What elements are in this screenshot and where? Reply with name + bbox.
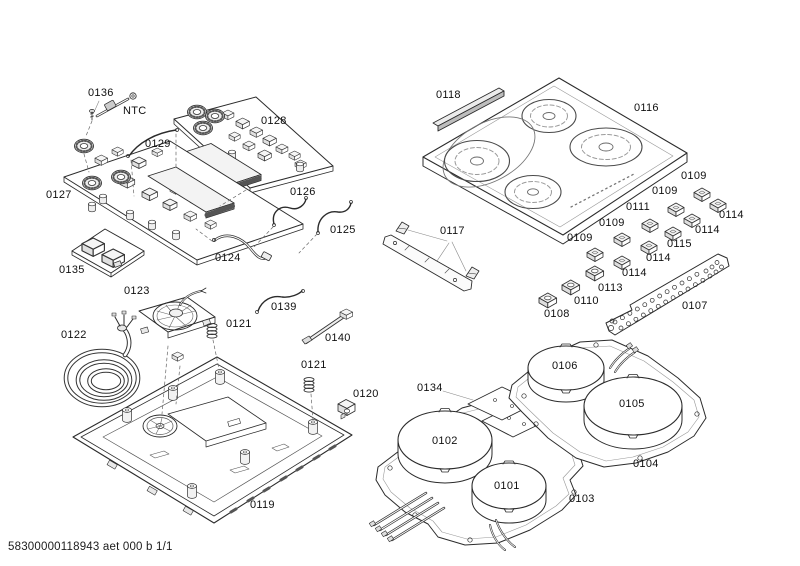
part-label-0114-1: 0114 — [719, 209, 744, 221]
part-label-0117: 0117 — [440, 225, 465, 237]
wire-0124 — [195, 228, 272, 262]
part-label-0114-2: 0114 — [695, 224, 720, 236]
cooling-fan-0123 — [138, 287, 216, 415]
part-label-0109-4: 0109 — [567, 232, 593, 244]
part-label-0139: 0139 — [271, 301, 297, 313]
coil-wires-left — [368, 491, 516, 551]
part-label-0105: 0105 — [619, 398, 645, 410]
spacer-block-0120 — [337, 399, 356, 420]
part-label-0121-1: 0121 — [226, 318, 252, 330]
mounting-clip — [171, 351, 184, 405]
part-label-0109-3: 0109 — [599, 217, 625, 229]
part-label-0126: 0126 — [290, 186, 316, 198]
power-board-0128 — [173, 96, 334, 194]
filter-board-0135 — [71, 228, 145, 278]
part-label-0119: 0119 — [250, 499, 275, 511]
part-label-0109-2: 0109 — [652, 185, 678, 197]
wire-0125 — [298, 200, 353, 254]
loose-parts-group — [63, 287, 356, 421]
part-label-0111: 0111 — [626, 201, 651, 213]
part-label-0114-4: 0114 — [622, 267, 647, 279]
induction-coil-0105 — [583, 374, 683, 450]
power-board-0127 — [63, 138, 304, 266]
part-label-0134: 0134 — [417, 382, 443, 394]
induction-coil-0102 — [397, 408, 493, 484]
induction-coil-0101 — [471, 460, 547, 524]
trim-strip-0118 — [432, 87, 505, 132]
part-label-0140: 0140 — [325, 332, 351, 344]
part-label-0123: 0123 — [124, 285, 150, 297]
chassis-group — [72, 356, 353, 524]
part-label-0101: 0101 — [494, 480, 520, 492]
document-code: 58300000118943 aet 000 b 1/1 — [8, 541, 173, 553]
induction-coils-group — [368, 339, 707, 551]
glass-cooktop-group — [382, 77, 688, 292]
part-label-0114-3: 0114 — [646, 252, 671, 264]
part-label-0109-1: 0109 — [681, 170, 707, 182]
part-label-0129: 0129 — [145, 138, 171, 150]
wire-0129 — [126, 128, 179, 197]
part-label-0102: 0102 — [432, 435, 458, 447]
wire-0126 — [253, 196, 308, 248]
part-label-0108: 0108 — [544, 308, 570, 320]
part-label-0113: 0113 — [598, 282, 623, 294]
switch-buttons-group — [538, 187, 730, 336]
part-label-0125: 0125 — [330, 224, 356, 236]
part-label-0110: 0110 — [574, 295, 599, 307]
mains-cable-0122 — [63, 310, 141, 408]
part-label-0136: 0136 — [88, 87, 114, 99]
part-label-0121-2: 0121 — [301, 359, 327, 371]
part-label-0115: 0115 — [667, 238, 692, 250]
part-label-0128: 0128 — [261, 115, 287, 127]
part-label-0127: 0127 — [46, 189, 72, 201]
part-label-0118: 0118 — [436, 89, 461, 101]
chassis-tray-0119 — [72, 356, 353, 524]
glass-panel-0116 — [422, 77, 688, 245]
touch-strip-0107 — [605, 253, 730, 336]
part-label-0135: 0135 — [59, 264, 85, 276]
part-label-0120: 0120 — [353, 388, 379, 400]
part-label-0106: 0106 — [552, 360, 578, 372]
part-label-0122: 0122 — [61, 329, 87, 341]
part-label-ntc: NTC — [123, 105, 147, 117]
spring-0121-a — [206, 323, 220, 370]
coil-wires-right — [609, 342, 639, 373]
shaft-0140 — [301, 308, 354, 345]
bracket-0117 — [382, 221, 480, 292]
electronics-boards-group — [63, 92, 353, 278]
part-label-0103: 0103 — [569, 493, 595, 505]
part-label-0124: 0124 — [215, 252, 241, 264]
spring-0121-b — [303, 377, 315, 421]
part-label-0107: 0107 — [682, 300, 708, 312]
part-label-0116: 0116 — [634, 102, 659, 114]
wire-0139 — [255, 289, 305, 314]
ntc-sensor-0136 — [85, 92, 137, 137]
part-label-0104: 0104 — [633, 458, 659, 470]
